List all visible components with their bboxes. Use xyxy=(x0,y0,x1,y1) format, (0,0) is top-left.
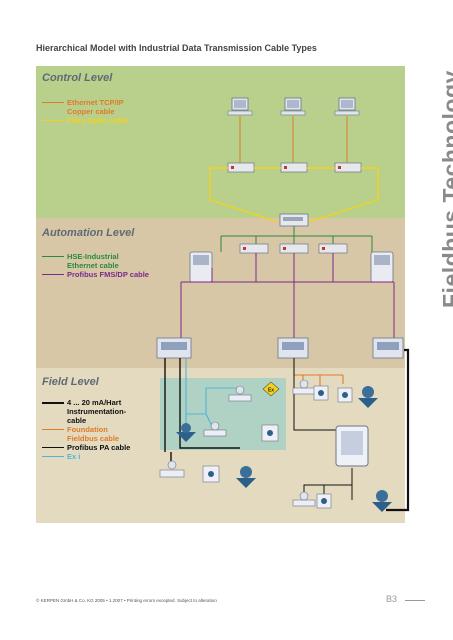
legend-label: Profibus PA cable xyxy=(67,443,131,452)
legend-swatch xyxy=(42,256,64,257)
transmitter-device xyxy=(203,421,227,437)
control-legend: Ethernet TCP/IP Copper cable Fibre Optic… xyxy=(42,98,128,125)
footer-text: © KERPEN GmbH & Co. KG 2005 • 1.2007 • P… xyxy=(36,598,217,603)
control-switch xyxy=(227,162,255,173)
legend-swatch xyxy=(42,402,64,404)
legend-item: Foundation Fieldbus cable xyxy=(42,425,130,443)
ex-badge-label: Ex xyxy=(268,388,274,394)
control-switch xyxy=(334,162,362,173)
legend-label: Ex i xyxy=(67,452,81,461)
remote-io-rack xyxy=(156,337,192,359)
transmitter-device xyxy=(292,491,316,507)
legend-swatch xyxy=(42,102,64,103)
control-valve xyxy=(236,466,256,488)
field-device xyxy=(261,424,279,442)
field-level-title: Field Level xyxy=(42,376,99,388)
field-device xyxy=(337,387,353,403)
legend-swatch xyxy=(42,429,64,430)
operator-panel xyxy=(370,251,394,283)
legend-label: Foundation Fieldbus cable xyxy=(67,425,120,443)
legend-item: Profibus FMS/DP cable xyxy=(42,270,149,279)
transmitter-device xyxy=(159,460,185,478)
remote-io-rack xyxy=(372,337,404,359)
legend-item: 4 ... 20 mA/Hart Instrumentation- cable xyxy=(42,398,130,425)
control-switch xyxy=(280,162,308,173)
control-level-title: Control Level xyxy=(42,72,113,84)
legend-label: Fibre Optic cable xyxy=(67,116,128,125)
legend-label: Ethernet TCP/IP Copper cable xyxy=(67,98,124,116)
legend-swatch xyxy=(42,274,64,275)
remote-io-rack xyxy=(277,337,309,359)
ex-warning-icon xyxy=(262,381,280,397)
field-device xyxy=(202,465,220,483)
legend-label: HSE-Industrial Ethernet cable xyxy=(67,252,119,270)
transmitter-device xyxy=(228,385,252,402)
control-level-band xyxy=(36,66,405,218)
field-legend: 4 ... 20 mA/Hart Instrumentation- cable … xyxy=(42,398,130,461)
legend-item: Ethernet TCP/IP Copper cable xyxy=(42,98,128,116)
page-number: B3 xyxy=(386,594,398,604)
automation-legend: HSE-Industrial Ethernet cable Profibus F… xyxy=(42,252,149,279)
legend-swatch xyxy=(42,120,64,121)
transmitter-device xyxy=(292,379,316,395)
automation-level-title: Automation Level xyxy=(42,227,135,239)
legend-item: Profibus PA cable xyxy=(42,443,130,452)
legend-item: Ex i xyxy=(42,452,130,461)
field-device xyxy=(313,385,329,401)
control-valve xyxy=(358,386,378,408)
page-title: Hierarchical Model with Industrial Data … xyxy=(36,43,317,53)
legend-swatch xyxy=(42,456,64,457)
plc-module xyxy=(239,243,269,254)
workstation-icon xyxy=(227,97,253,116)
workstation-icon xyxy=(280,97,306,116)
field-device xyxy=(316,493,332,509)
legend-item: Fibre Optic cable xyxy=(42,116,128,125)
control-valve xyxy=(372,490,392,512)
legend-label: 4 ... 20 mA/Hart Instrumentation- cable xyxy=(67,398,127,425)
control-valve xyxy=(176,423,196,442)
backbone-switch xyxy=(279,213,309,227)
legend-swatch xyxy=(42,447,64,448)
page-number-rule xyxy=(405,600,425,601)
operator-panel xyxy=(189,251,213,283)
legend-item: HSE-Industrial Ethernet cable xyxy=(42,252,149,270)
plc-module xyxy=(318,243,348,254)
legend-label: Profibus FMS/DP cable xyxy=(67,270,149,279)
workstation-icon xyxy=(334,97,360,116)
plc-module xyxy=(279,243,309,254)
segment-coupler xyxy=(335,425,369,467)
